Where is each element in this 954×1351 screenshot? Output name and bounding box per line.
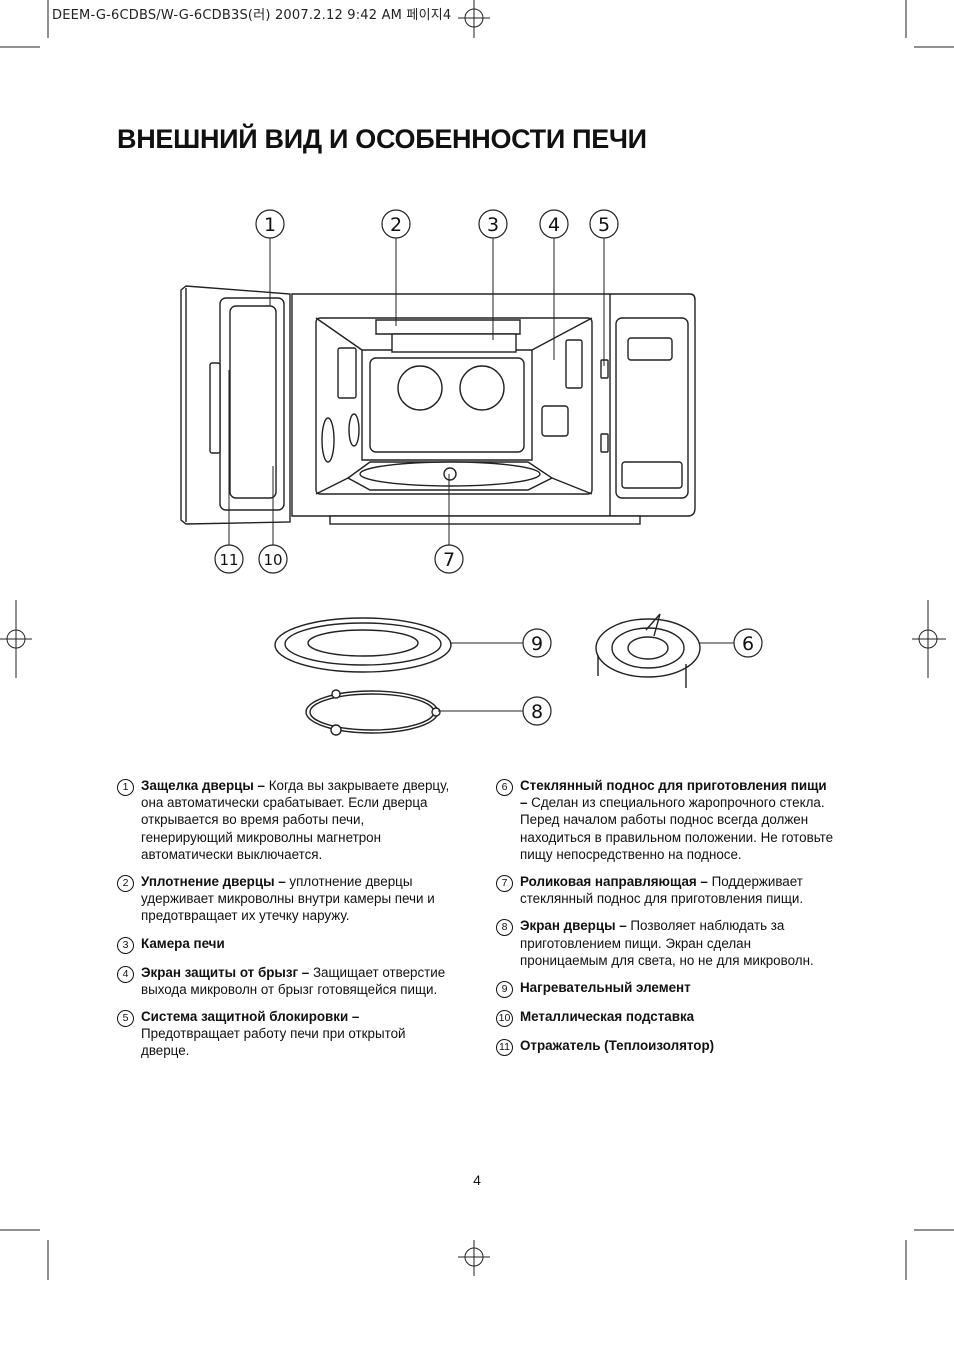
parts-list-item: 10 Металлическая подставка xyxy=(496,1008,836,1028)
parts-list-item: 8 Экран дверцы – Позволяет наблюдать за п… xyxy=(496,917,836,969)
item-description: уплотнение дверцы удерживает микроволны … xyxy=(141,874,435,924)
callout-9 xyxy=(522,628,552,658)
callout-2 xyxy=(381,209,411,239)
item-title: Защелка дверцы – xyxy=(141,778,265,793)
parts-list-item: 4 Экран защиты от брызг – Защищает отверс… xyxy=(117,964,457,998)
item-title: Экран дверцы – xyxy=(520,918,627,934)
item-description: Когда вы закрываете дверцу, она автомати… xyxy=(141,778,450,862)
parts-list-item: 9 Нагревательный элемент xyxy=(496,979,836,999)
parts-list-item: 11 Отражатель (Теплоизолятор) xyxy=(496,1037,836,1057)
item-title: Система защитной блокировки – xyxy=(141,1009,360,1025)
callout-4 xyxy=(539,209,569,239)
callout-6-label: 6 xyxy=(742,633,754,655)
parts-list-item: 3 Камера печи xyxy=(117,935,457,954)
item-title: Уплотнение дверцы – xyxy=(141,874,286,890)
callout-2-label: 2 xyxy=(390,214,402,236)
item-title: Экран защиты от брызг – xyxy=(141,964,310,980)
leader-lines xyxy=(228,238,734,712)
parts-list-left: 1 Защелка дверцы – Когда вы закрываете дв… xyxy=(117,777,457,1070)
metal-stand xyxy=(595,613,701,688)
parts-list-item: 2 Уплотнение дверцы – уплотнение дверцы у… xyxy=(117,873,457,925)
item-title: Нагревательный элемент xyxy=(520,980,691,996)
callout-5-label: 5 xyxy=(598,214,610,236)
callout-11 xyxy=(214,544,244,574)
parts-list-right: 6 Стеклянный поднос для приготовления пищ… xyxy=(496,777,836,1066)
callout-4-label: 4 xyxy=(548,214,560,236)
callout-1 xyxy=(255,209,285,239)
oven-door xyxy=(180,285,291,525)
item-number-badge: 7 xyxy=(496,875,513,893)
parts-list-item: 1 Защелка дверцы – Когда вы закрываете дв… xyxy=(117,777,457,863)
item-number-badge: 5 xyxy=(117,1010,134,1028)
callout-7-label: 7 xyxy=(443,549,455,571)
crop-marks xyxy=(0,0,954,1280)
item-number-badge: 3 xyxy=(117,936,134,954)
roller-ring xyxy=(305,689,441,736)
callout-5 xyxy=(589,209,619,239)
callout-1-label: 1 xyxy=(264,214,276,236)
page-number: 4 xyxy=(473,1172,481,1188)
item-title: Камера печи xyxy=(141,935,225,951)
parts-list-item: 6 Стеклянный поднос для приготовления пищ… xyxy=(496,777,836,863)
oven-body xyxy=(291,293,696,525)
callout-10-label: 10 xyxy=(263,551,282,569)
print-header: DEEM-G-6CDBS/W-G-6CDB3S(러) 2007.2.12 9:4… xyxy=(52,8,452,23)
callout-6 xyxy=(733,628,763,658)
parts-list-item: 5 Система защитной блокировки – Предотвра… xyxy=(117,1008,457,1060)
glass-tray xyxy=(274,617,452,673)
callout-3-label: 3 xyxy=(487,214,499,236)
callout-8-label: 8 xyxy=(531,701,543,723)
item-description: Сделан из специального жаропрочного стек… xyxy=(520,795,834,862)
callout-11-label: 11 xyxy=(219,551,238,569)
item-description: Поддерживает стеклянный поднос для приго… xyxy=(520,874,804,907)
item-title: Стеклянный поднос для приготовления пищи… xyxy=(520,778,827,811)
item-description: Позволяет наблюдать за приготовлением пи… xyxy=(520,918,814,968)
callout-3 xyxy=(478,209,508,239)
item-number-badge: 6 xyxy=(496,779,513,796)
callout-markers xyxy=(214,209,763,726)
callout-10 xyxy=(258,544,288,574)
item-number-badge: 9 xyxy=(496,981,513,999)
item-description: Защищает отверстие выхода микроволн от б… xyxy=(141,964,446,997)
callout-9-label: 9 xyxy=(531,633,543,655)
item-number-badge: 2 xyxy=(117,875,134,893)
item-title: Роликовая направляющая – xyxy=(520,874,708,890)
item-number-badge: 4 xyxy=(117,965,134,983)
item-number-badge: 10 xyxy=(496,1010,513,1028)
item-description: Предотвращает работу печи при открытой д… xyxy=(141,1026,406,1059)
item-number-badge: 8 xyxy=(496,919,513,937)
item-number-badge: 1 xyxy=(117,779,134,796)
page-title: ВНЕШНИЙ ВИД И ОСОБЕННОСТИ ПЕЧИ xyxy=(117,124,647,154)
item-title: Металлическая подставка xyxy=(520,1009,695,1025)
callout-8 xyxy=(522,696,552,726)
parts-list-item: 7 Роликовая направляющая – Поддерживает с… xyxy=(496,873,836,907)
item-number-badge: 11 xyxy=(496,1039,513,1057)
item-title: Отражатель (Теплоизолятор) xyxy=(520,1038,715,1054)
callout-7 xyxy=(434,544,464,574)
